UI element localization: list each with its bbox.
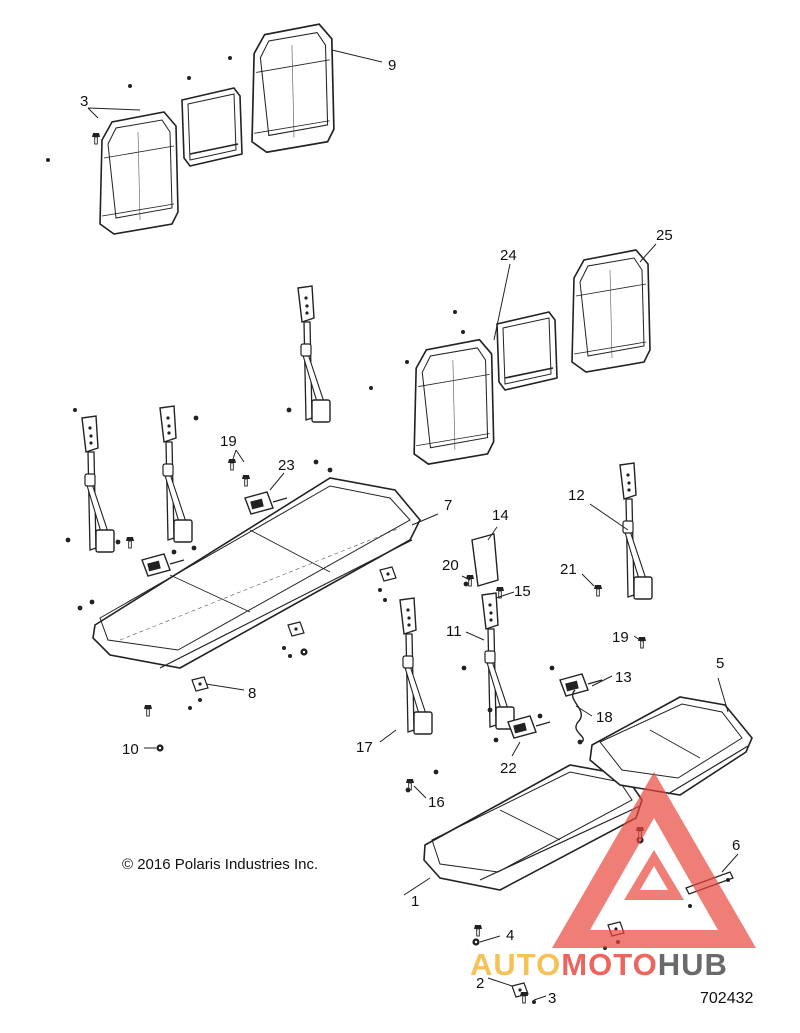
callout: 1 (411, 893, 419, 910)
callout: 13 (615, 669, 632, 686)
callout: 20 (442, 557, 459, 574)
callout: 21 (560, 561, 577, 578)
callout: 2 (476, 975, 484, 992)
bolt (637, 636, 647, 649)
small-fasteners (46, 56, 730, 1004)
callout: 24 (500, 247, 517, 264)
callout: 16 (428, 794, 445, 811)
bolt (593, 584, 603, 597)
nut (300, 648, 308, 656)
callout: 19 (612, 629, 629, 646)
bracket-rear-b (287, 621, 305, 637)
belt-rear-left (81, 415, 115, 553)
nut-10 (156, 744, 164, 752)
bolt (91, 132, 101, 145)
watermark-auto: AUTO (470, 947, 561, 982)
backrest-right-rear (251, 23, 335, 154)
backrest-left-front (413, 338, 495, 465)
plate-14 (471, 533, 499, 587)
callout: 7 (444, 497, 452, 514)
bracket-rear-a (379, 566, 397, 582)
callout: 25 (656, 227, 673, 244)
belt-front-11 (481, 592, 515, 730)
callout: 4 (506, 927, 514, 944)
callout: 14 (492, 507, 509, 524)
belt-rear-left-inner (159, 405, 193, 543)
watermark-moto: MOTO (561, 947, 657, 982)
watermark-hub: HUB (658, 947, 728, 982)
bolt (143, 704, 153, 717)
callout: 17 (356, 739, 373, 756)
backrest-right-front (571, 249, 651, 373)
bolt (125, 536, 135, 549)
callout: 11 (446, 623, 462, 640)
front-seat-cushion (423, 764, 643, 891)
callout: 18 (596, 709, 613, 726)
copyright-notice: © 2016 Polaris Industries Inc. (122, 856, 319, 873)
callout: 22 (500, 760, 517, 777)
backrest-mid-front (496, 311, 558, 391)
nut-4 (472, 938, 480, 946)
callout: 19 (220, 433, 237, 450)
watermark-inner-triangle-icon (624, 850, 684, 900)
callout: 3 (548, 990, 556, 1007)
watermark-triangle-icon (552, 772, 756, 948)
callout: 15 (514, 583, 531, 600)
callout: 8 (248, 685, 256, 702)
callout: 23 (278, 457, 295, 474)
bolt (473, 924, 483, 937)
callout: 5 (716, 655, 724, 672)
diagram-id: 702432 (700, 990, 754, 1007)
front-backrest-set (413, 249, 651, 465)
watermark: AUTOMOTOHUB (470, 772, 756, 982)
callout: 3 (80, 93, 88, 110)
bolt (519, 991, 529, 1004)
bolt (241, 474, 251, 487)
backrest-mid-rear (181, 87, 243, 167)
leader-lines (87, 49, 739, 1001)
rear-backrest-set (99, 23, 335, 235)
harness-18 (572, 689, 584, 743)
rear-seat-cushion (92, 477, 421, 669)
front-right-seat-cushion (589, 696, 753, 796)
belt-rear-center (297, 285, 331, 423)
belt-front-17 (399, 597, 433, 735)
callout: 6 (732, 837, 740, 854)
buckle-13 (559, 673, 603, 697)
belt-front-12 (619, 462, 653, 600)
callout: 12 (568, 487, 585, 504)
bracket-8 (191, 676, 209, 692)
callouts: 1 2 3 3 4 5 6 7 8 9 10 11 12 13 14 15 16… (80, 57, 740, 1007)
callout: 10 (122, 741, 139, 758)
callout: 9 (388, 57, 396, 74)
svg-text:AUTOMOTOHUB: AUTOMOTOHUB (470, 947, 728, 982)
backrest-left-rear (99, 111, 179, 235)
